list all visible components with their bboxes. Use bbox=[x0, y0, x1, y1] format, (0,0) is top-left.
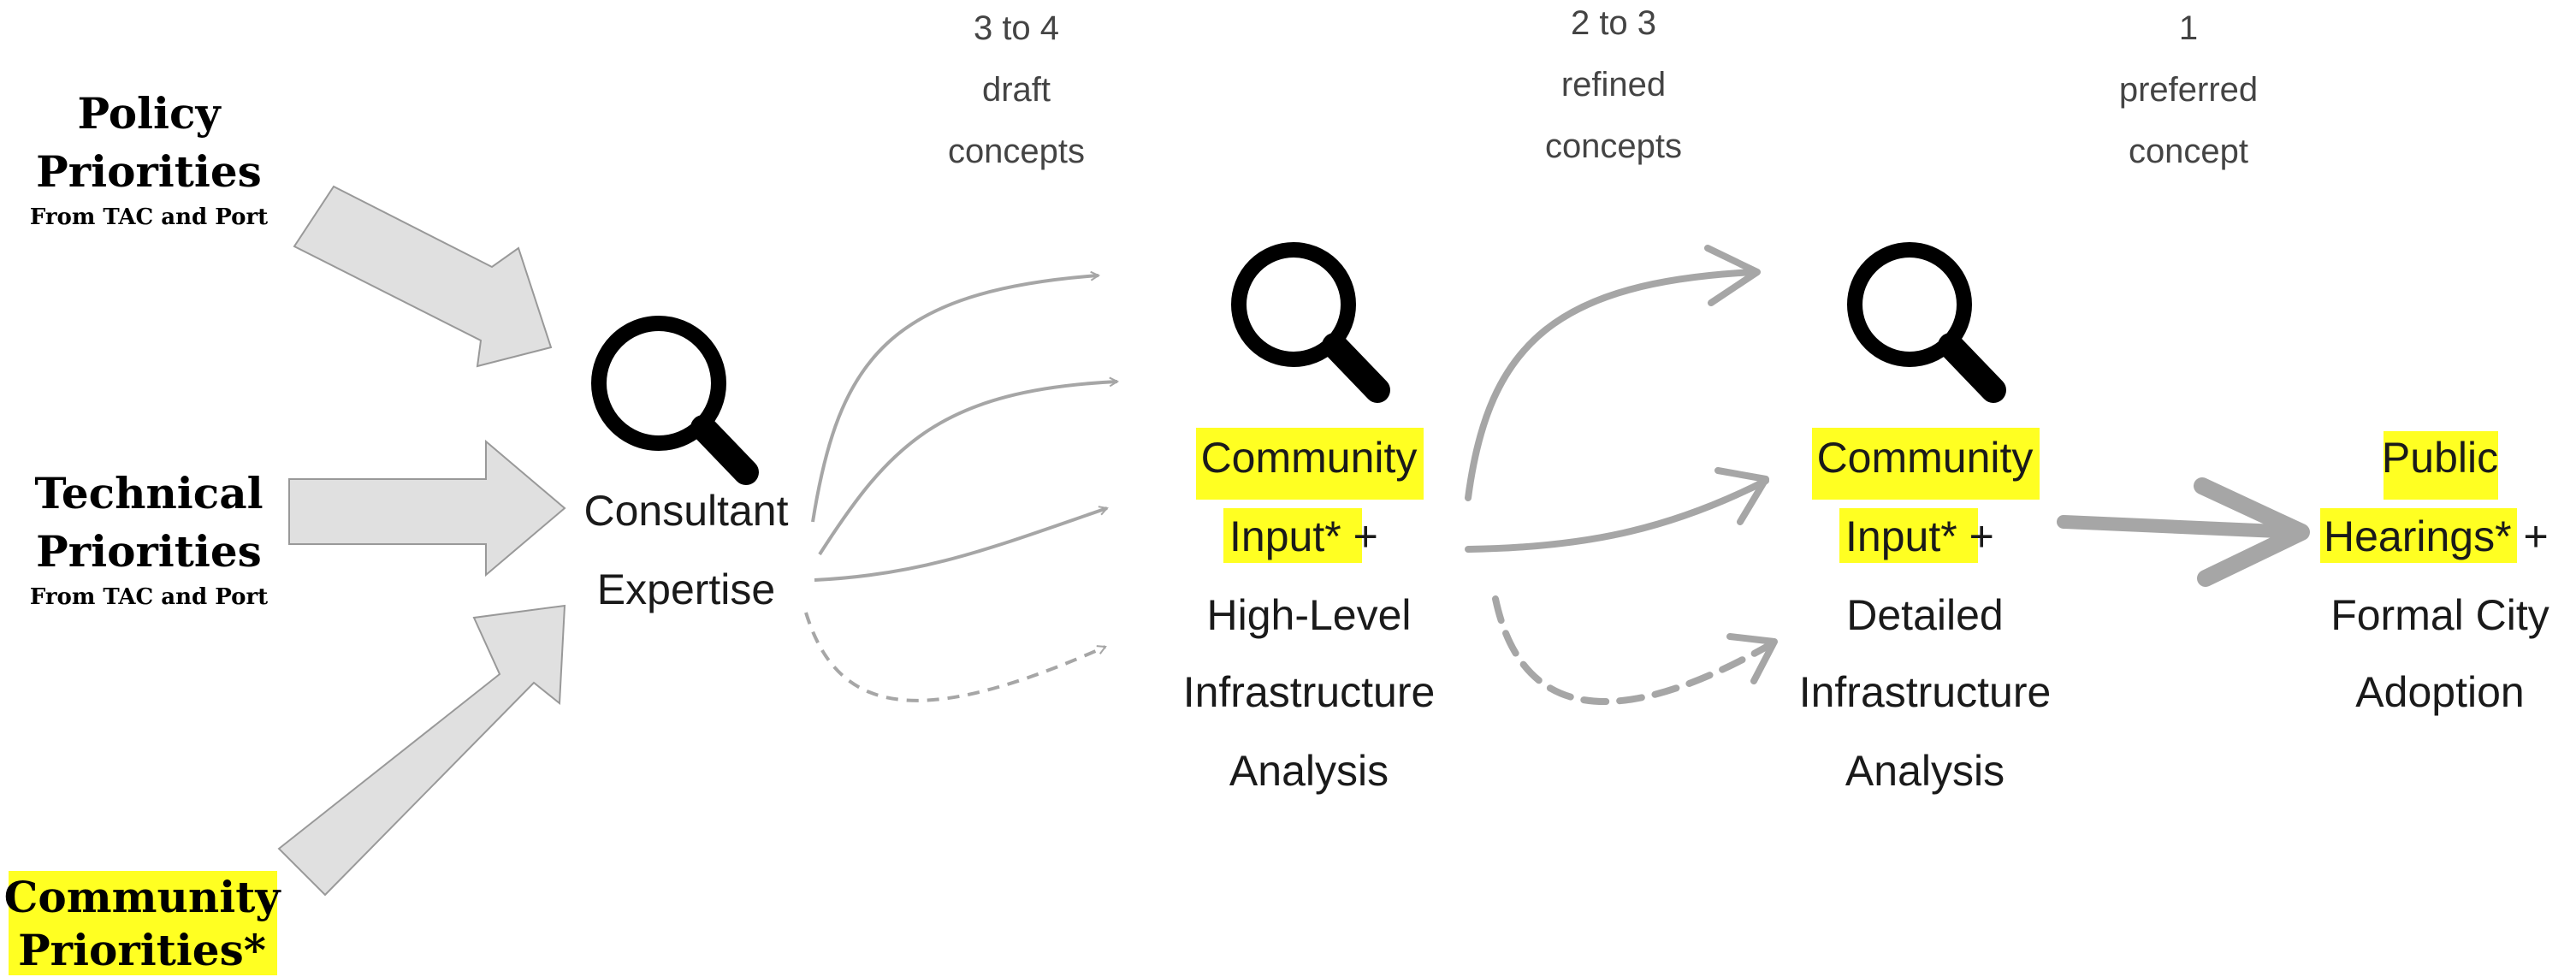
stage1-count-line1: 3 to 4 bbox=[974, 9, 1059, 47]
stage2-line5: Analysis bbox=[1229, 747, 1389, 795]
final-hearings-text: Hearings* bbox=[2324, 512, 2512, 560]
stage2-community-highlight bbox=[1196, 428, 1424, 500]
stage1-count-line3: concepts bbox=[948, 133, 1085, 170]
stage2-input-text: Input* bbox=[1229, 512, 1341, 560]
stage2-count-line1: 2 to 3 bbox=[1571, 4, 1656, 42]
final-plus-text: + bbox=[2512, 512, 2549, 560]
stage2-line2: Input* + bbox=[1229, 512, 1378, 560]
technical-input-arrow bbox=[288, 439, 566, 577]
refined-arrow-2 bbox=[1465, 477, 1769, 553]
stage3-count-line2: preferred bbox=[2119, 71, 2258, 109]
stage2-count-line2: refined bbox=[1561, 66, 1666, 104]
stage2-line4: Infrastructure bbox=[1183, 668, 1436, 716]
stage2-plus-text: + bbox=[1341, 512, 1378, 560]
draft-arrow-1 bbox=[811, 275, 1099, 523]
stage2-line1: Community bbox=[1201, 434, 1418, 482]
stage3-plus-text: + bbox=[1957, 512, 1994, 560]
technical-title-line1: Technical bbox=[34, 468, 263, 518]
final-public-highlight bbox=[2384, 431, 2498, 500]
draft-concept-arrows bbox=[804, 275, 1117, 702]
community-priorities-highlight bbox=[9, 871, 277, 975]
stage3-line3: Detailed bbox=[1846, 591, 2003, 639]
stage3-count-line3: concept bbox=[2129, 133, 2248, 170]
stage3-line5: Analysis bbox=[1845, 747, 2005, 795]
consultant-magnifier-icon bbox=[591, 316, 759, 485]
technical-title-line2: Priorities bbox=[36, 526, 262, 577]
stage3-input-highlight bbox=[1839, 508, 1978, 563]
community-input-arrow bbox=[277, 604, 566, 897]
policy-title-line2: Priorities bbox=[36, 146, 262, 197]
stage2-input-highlight bbox=[1223, 508, 1362, 563]
stage3-community-highlight bbox=[1812, 428, 2040, 500]
stage3-magnifier-icon bbox=[1847, 242, 2006, 403]
draft-arrow-2 bbox=[818, 382, 1117, 556]
draft-arrow-4 bbox=[804, 612, 1105, 702]
final-line2: Hearings* + bbox=[2324, 512, 2549, 560]
technical-subtitle: From TAC and Port bbox=[30, 584, 268, 610]
stage3-line2: Input* + bbox=[1845, 512, 1994, 560]
final-line3: Formal City bbox=[2330, 591, 2549, 639]
policy-subtitle: From TAC and Port bbox=[30, 204, 268, 230]
final-hearings-highlight bbox=[2320, 508, 2517, 563]
stage3-count-line1: 1 bbox=[2179, 9, 2198, 47]
consultant-line1: Consultant bbox=[583, 487, 788, 535]
policy-input-arrow bbox=[293, 185, 553, 368]
preferred-concept-arrow bbox=[2057, 477, 2310, 587]
refined-arrow-1 bbox=[1465, 269, 1757, 501]
stage2-magnifier-icon bbox=[1231, 242, 1390, 403]
refined-arrow-3-head bbox=[1726, 633, 1778, 684]
refined-concept-arrows bbox=[1465, 245, 1778, 706]
refined-arrow-2-head bbox=[1714, 467, 1769, 525]
community-title-line2: Priorities* bbox=[18, 925, 266, 975]
stage3-line1: Community bbox=[1817, 434, 2034, 482]
stage1-count-line2: draft bbox=[982, 71, 1051, 109]
stage2-count-line3: concepts bbox=[1545, 127, 1682, 165]
community-title-line1: Community bbox=[4, 872, 282, 922]
draft-arrow-3 bbox=[814, 508, 1107, 582]
stage3-input-text: Input* bbox=[1845, 512, 1957, 560]
refined-arrow-1-head bbox=[1704, 245, 1761, 306]
policy-title-line1: Policy bbox=[77, 88, 222, 139]
final-line4: Adoption bbox=[2355, 668, 2524, 716]
refined-arrow-3 bbox=[1492, 595, 1776, 706]
final-line1: Public bbox=[2382, 434, 2498, 482]
stage2-line3: High-Level bbox=[1206, 591, 1411, 639]
stage3-line4: Infrastructure bbox=[1799, 668, 2052, 716]
consultant-line2: Expertise bbox=[597, 565, 775, 613]
